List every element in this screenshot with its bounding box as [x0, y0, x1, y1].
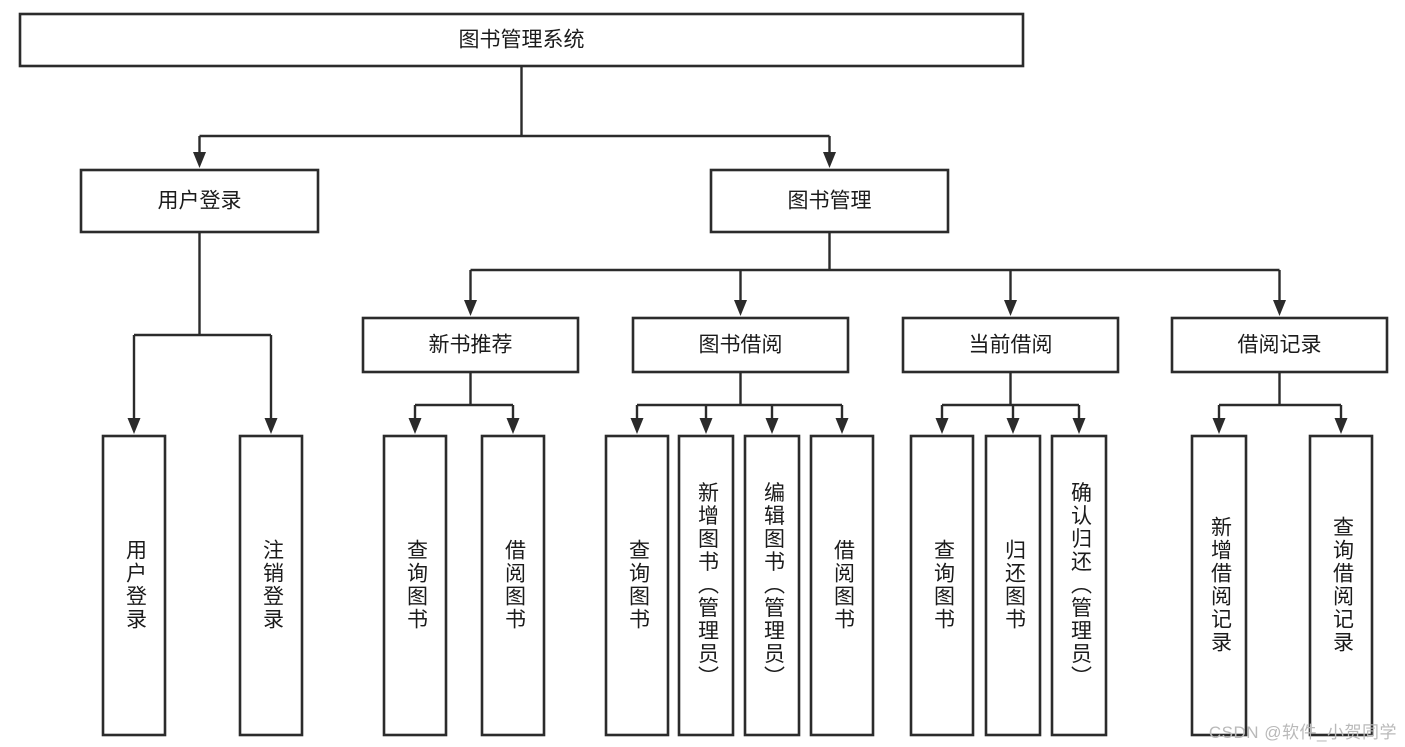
leaf-user-login-box[interactable] [101, 434, 167, 737]
arrowhead-current-borrow [1004, 300, 1017, 316]
node-leaf-return-book[interactable]: 归还图书 [984, 434, 1042, 737]
leaf-query-book-3-label: 查询图书 [931, 539, 955, 631]
arrowhead-borrow-record [1273, 300, 1286, 316]
arrowhead-book-manage [823, 152, 836, 168]
leaf-add-book-label: 新增图书（管理员） [695, 482, 719, 689]
node-borrow-record[interactable]: 借阅记录 [1170, 316, 1389, 374]
node-leaf-add-book[interactable]: 新增图书（管理员） [677, 434, 735, 737]
arrowhead-leaf-add-record [1212, 418, 1226, 434]
leaf-user-login-label: 用户登录 [123, 539, 147, 631]
new-book-rec-box[interactable] [361, 316, 580, 374]
arrowhead-leaf-borrow-book-1 [506, 418, 520, 434]
leaf-query-book-2-label: 查询图书 [626, 539, 650, 631]
current-borrow-box[interactable] [901, 316, 1120, 374]
leaf-borrow-book-1-label: 借阅图书 [502, 539, 526, 631]
leaf-add-record-box[interactable] [1190, 434, 1248, 737]
leaf-confirm-return-label: 确认归还（管理员） [1068, 482, 1092, 689]
node-leaf-logout[interactable]: 注销登录 [238, 434, 304, 737]
leaf-logout-label: 注销登录 [260, 539, 284, 631]
arrowhead-user-login [193, 152, 206, 168]
new-book-rec-label: 新书推荐 [429, 334, 513, 357]
leaf-borrow-book-2-label: 借阅图书 [831, 539, 855, 631]
leaf-query-book-1-label: 查询图书 [404, 539, 428, 631]
user-login-label: 用户登录 [158, 190, 242, 213]
leaf-add-record-label: 新增借阅记录 [1208, 516, 1232, 654]
node-root[interactable]: 图书管理系统 [18, 12, 1025, 68]
leaf-query-book-1-box[interactable] [382, 434, 448, 737]
arrowhead-leaf-query-book-2 [630, 418, 644, 434]
leaf-edit-book-box[interactable] [743, 434, 801, 737]
leaf-query-record-box[interactable] [1308, 434, 1374, 737]
node-leaf-query-book-2[interactable]: 查询图书 [604, 434, 670, 737]
arrowhead-leaf-add-book [699, 418, 713, 434]
node-leaf-user-login[interactable]: 用户登录 [101, 434, 167, 737]
node-leaf-query-record[interactable]: 查询借阅记录 [1308, 434, 1374, 737]
arrowhead-leaf-query-book-1 [408, 418, 422, 434]
node-book-borrow[interactable]: 图书借阅 [631, 316, 850, 374]
leaf-borrow-book-2-box[interactable] [809, 434, 875, 737]
leaf-query-book-2-box[interactable] [604, 434, 670, 737]
borrow-record-box[interactable] [1170, 316, 1389, 374]
book-manage-label: 图书管理 [788, 190, 872, 213]
arrowhead-leaf-return-book [1006, 418, 1020, 434]
node-leaf-edit-book[interactable]: 编辑图书（管理员） [743, 434, 801, 737]
arrowhead-leaf-borrow-book-2 [835, 418, 849, 434]
node-leaf-query-book-1[interactable]: 查询图书 [382, 434, 448, 737]
user-login-box[interactable] [79, 168, 320, 234]
arrowhead-new-book-rec [464, 300, 477, 316]
borrow-record-label: 借阅记录 [1238, 334, 1322, 357]
node-leaf-add-record[interactable]: 新增借阅记录 [1190, 434, 1248, 737]
arrowhead-leaf-query-book-3 [935, 418, 949, 434]
node-book-manage[interactable]: 图书管理 [709, 168, 950, 234]
book-borrow-label: 图书借阅 [699, 334, 783, 357]
node-new-book-rec[interactable]: 新书推荐 [361, 316, 580, 374]
node-current-borrow[interactable]: 当前借阅 [901, 316, 1120, 374]
node-user-login[interactable]: 用户登录 [79, 168, 320, 234]
book-manage-box[interactable] [709, 168, 950, 234]
book-borrow-box[interactable] [631, 316, 850, 374]
leaf-borrow-book-1-box[interactable] [480, 434, 546, 737]
arrowhead-leaf-edit-book [765, 418, 779, 434]
arrowhead-book-borrow [734, 300, 747, 316]
leaf-confirm-return-box[interactable] [1050, 434, 1108, 737]
node-leaf-confirm-return[interactable]: 确认归还（管理员） [1050, 434, 1108, 737]
leaf-edit-book-label: 编辑图书（管理员） [761, 482, 785, 689]
node-leaf-borrow-book-1[interactable]: 借阅图书 [480, 434, 546, 737]
connector-layer [127, 66, 1348, 434]
leaf-return-book-label: 归还图书 [1002, 539, 1026, 631]
leaf-add-book-box[interactable] [677, 434, 735, 737]
node-leaf-borrow-book-2[interactable]: 借阅图书 [809, 434, 875, 737]
leaf-logout-box[interactable] [238, 434, 304, 737]
current-borrow-label: 当前借阅 [969, 334, 1053, 357]
leaf-query-record-label: 查询借阅记录 [1330, 516, 1354, 654]
arrowhead-leaf-user-login [127, 418, 141, 434]
node-leaf-query-book-3[interactable]: 查询图书 [909, 434, 975, 737]
leaf-return-book-box[interactable] [984, 434, 1042, 737]
root-label: 图书管理系统 [459, 29, 585, 52]
root-box[interactable] [18, 12, 1025, 68]
arrowhead-leaf-confirm-return [1072, 418, 1086, 434]
arrowhead-leaf-logout [264, 418, 278, 434]
leaf-query-book-3-box[interactable] [909, 434, 975, 737]
arrowhead-leaf-query-record [1334, 418, 1348, 434]
